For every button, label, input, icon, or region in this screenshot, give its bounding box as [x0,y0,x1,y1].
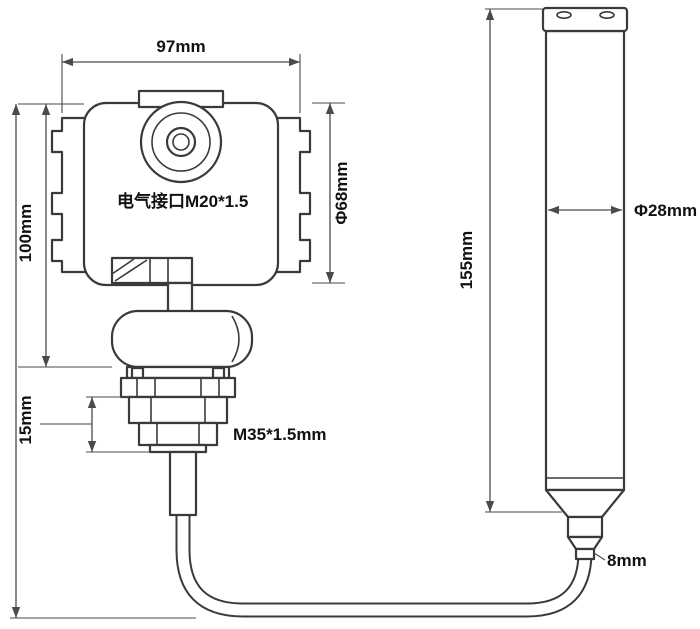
dimension-probe-length: 155mm [457,8,562,513]
probe-taper [544,488,626,519]
bolt-head-left [130,366,145,380]
dim-label-68: Φ68mm [332,161,351,224]
connection-cable [175,508,593,618]
housing-fins-right [273,116,312,274]
neck-connector [166,281,194,315]
dimension-probe-diameter: Φ28mm [548,201,697,220]
dimension-housing-width: 97mm [61,37,301,113]
probe-cap [541,6,629,33]
cable-outline [175,508,593,618]
dim-label-100: 100mm [16,204,35,263]
housing-fins-left [50,116,89,274]
label-electrical-port: 电气接口M20*1.5 [117,191,248,211]
dim-label-155: 155mm [457,231,476,290]
hex-nut [127,395,229,425]
level-probe [541,6,629,561]
dim-label-8: 8mm [607,551,647,570]
dimension-overall-height [10,104,196,619]
probe-cap-hole-right [599,11,615,20]
down-pipe [168,450,198,517]
probe-cap-hole-left [556,11,572,20]
port-circle-hole [172,133,190,151]
leader-line [593,552,606,561]
dim-label-97: 97mm [156,37,205,56]
dimension-thread-height: 15mm [16,395,150,453]
dimension-housing-height: 100mm [16,103,112,368]
cable-core [177,508,591,616]
dim-label-15: 15mm [16,395,35,444]
terminal-strip [110,256,194,285]
bolt-head-right [211,366,226,380]
terminal-hatch [111,258,135,275]
dimension-cable-diameter: 8mm [593,551,647,570]
gland-taper [566,535,604,551]
terminal-hatch [114,259,148,282]
transmitter-assembly [50,89,312,517]
dimension-housing-diameter: Φ68mm [312,102,351,284]
dim-label-28: Φ28mm [634,201,697,220]
coupling-curve [231,315,240,363]
process-coupling [110,309,254,369]
thread-collar [137,421,219,447]
label-thread-spec: M35*1.5mm [233,425,327,444]
flange-plate [119,376,237,399]
probe-body [544,29,626,492]
port-circle-middle [151,112,211,172]
cable-gland [574,547,596,561]
port-circle-inner [165,126,197,158]
probe-neck [566,515,604,539]
